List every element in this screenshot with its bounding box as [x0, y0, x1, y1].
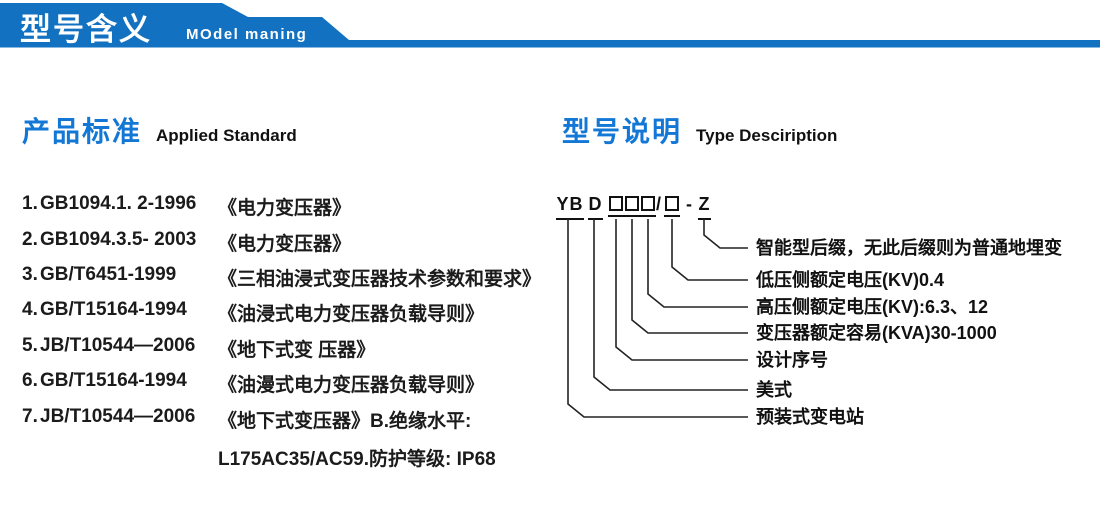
heading-zh: 型号说明: [562, 116, 683, 147]
label-prefab-substation: 预装式变电站: [756, 407, 864, 427]
standard-code: JB/T10544—2006: [40, 406, 196, 427]
placeholder-box-icon: [641, 196, 655, 211]
standard-code: GB1094.1. 2-1996: [40, 193, 197, 214]
standard-title: 《电力变压器》: [218, 198, 352, 219]
model-prefix: YB: [556, 194, 584, 220]
standard-title: 《地下式变压器》B.绝缘水平:: [218, 411, 472, 432]
standard-title: 《三相油浸式变压器技术参数和要求》: [218, 269, 542, 290]
label-high-voltage: 高压侧额定电压(KV):6.3、12: [756, 297, 989, 317]
item-number: 7.: [22, 406, 38, 427]
model-voltage-box: [664, 196, 680, 217]
standard-item-5: 5. JB/T10544—2006 《地下式变 压器》: [22, 335, 375, 362]
standard-title: 《电力变压器》: [218, 234, 352, 255]
page-subtitle: MOdel maning: [186, 26, 308, 43]
item-number: 5.: [22, 335, 38, 356]
model-dash: -: [686, 194, 692, 214]
standard-item-1: 1. GB1094.1. 2-1996 《电力变压器》: [22, 193, 351, 220]
model-capacity-box: [624, 196, 640, 217]
standard-code: JB/T10544—2006: [40, 335, 196, 356]
standard-code: GB1094.3.5- 2003: [40, 229, 197, 250]
label-rated-capacity: 变压器额定容易(KVA)30-1000: [756, 323, 997, 343]
type-description-heading: 型号说明 Type Desciription: [562, 110, 837, 150]
placeholder-box-icon: [609, 196, 623, 211]
applied-standard-heading: 产品标准 Applied Standard: [22, 110, 297, 150]
standard-code: GB/T15164-1994: [40, 370, 187, 391]
model-suffix: Z: [698, 194, 711, 220]
heading-en: Applied Standard: [156, 126, 297, 145]
standard-title: 《地下式变 压器》: [218, 340, 376, 361]
standard-item-3: 3. GB/T6451-1999 《三相油浸式变压器技术参数和要求》: [22, 264, 541, 291]
label-american-style: 美式: [756, 380, 792, 400]
item-number: 1.: [22, 193, 38, 214]
placeholder-box-icon: [625, 196, 639, 211]
model-slash: /: [656, 194, 662, 214]
banner-shape: [0, 3, 1100, 48]
placeholder-box-icon: [665, 196, 679, 211]
heading-zh: 产品标准: [22, 116, 143, 147]
heading-en: Type Desciription: [696, 126, 838, 145]
standard-title: 《油浸式电力变压器负载导则》: [218, 304, 485, 325]
standard-item-7: 7. JB/T10544—2006 《地下式变压器》B.绝缘水平:: [22, 406, 471, 433]
standard-title: 《油漫式电力变压器负载导则》: [218, 375, 485, 396]
standard-code: GB/T6451-1999: [40, 264, 177, 285]
model-capacity-box: [608, 196, 624, 217]
model-design-letter: D: [588, 194, 603, 220]
item-number: 6.: [22, 370, 38, 391]
model-capacity-box: [640, 196, 656, 217]
standard-item-6: 6. GB/T15164-1994 《油漫式电力变压器负载导则》: [22, 370, 484, 397]
standard-item-4: 4. GB/T15164-1994 《油浸式电力变压器负载导则》: [22, 299, 484, 326]
label-design-serial: 设计序号: [756, 350, 828, 370]
page-title: 型号含义: [20, 12, 152, 47]
standard-code: GB/T15164-1994: [40, 299, 187, 320]
item-number: 2.: [22, 229, 38, 250]
item-number: 3.: [22, 264, 38, 285]
standard-item-2: 2. GB1094.3.5- 2003 《电力变压器》: [22, 229, 351, 256]
item-number: 4.: [22, 299, 38, 320]
label-smart-suffix: 智能型后缀，无此后缀则为普通地埋变: [756, 238, 1062, 258]
label-low-voltage: 低压侧额定电压(KV)0.4: [756, 270, 945, 290]
standard-item-7-continuation: L175AC35/AC59.防护等级: IP68: [218, 449, 496, 470]
